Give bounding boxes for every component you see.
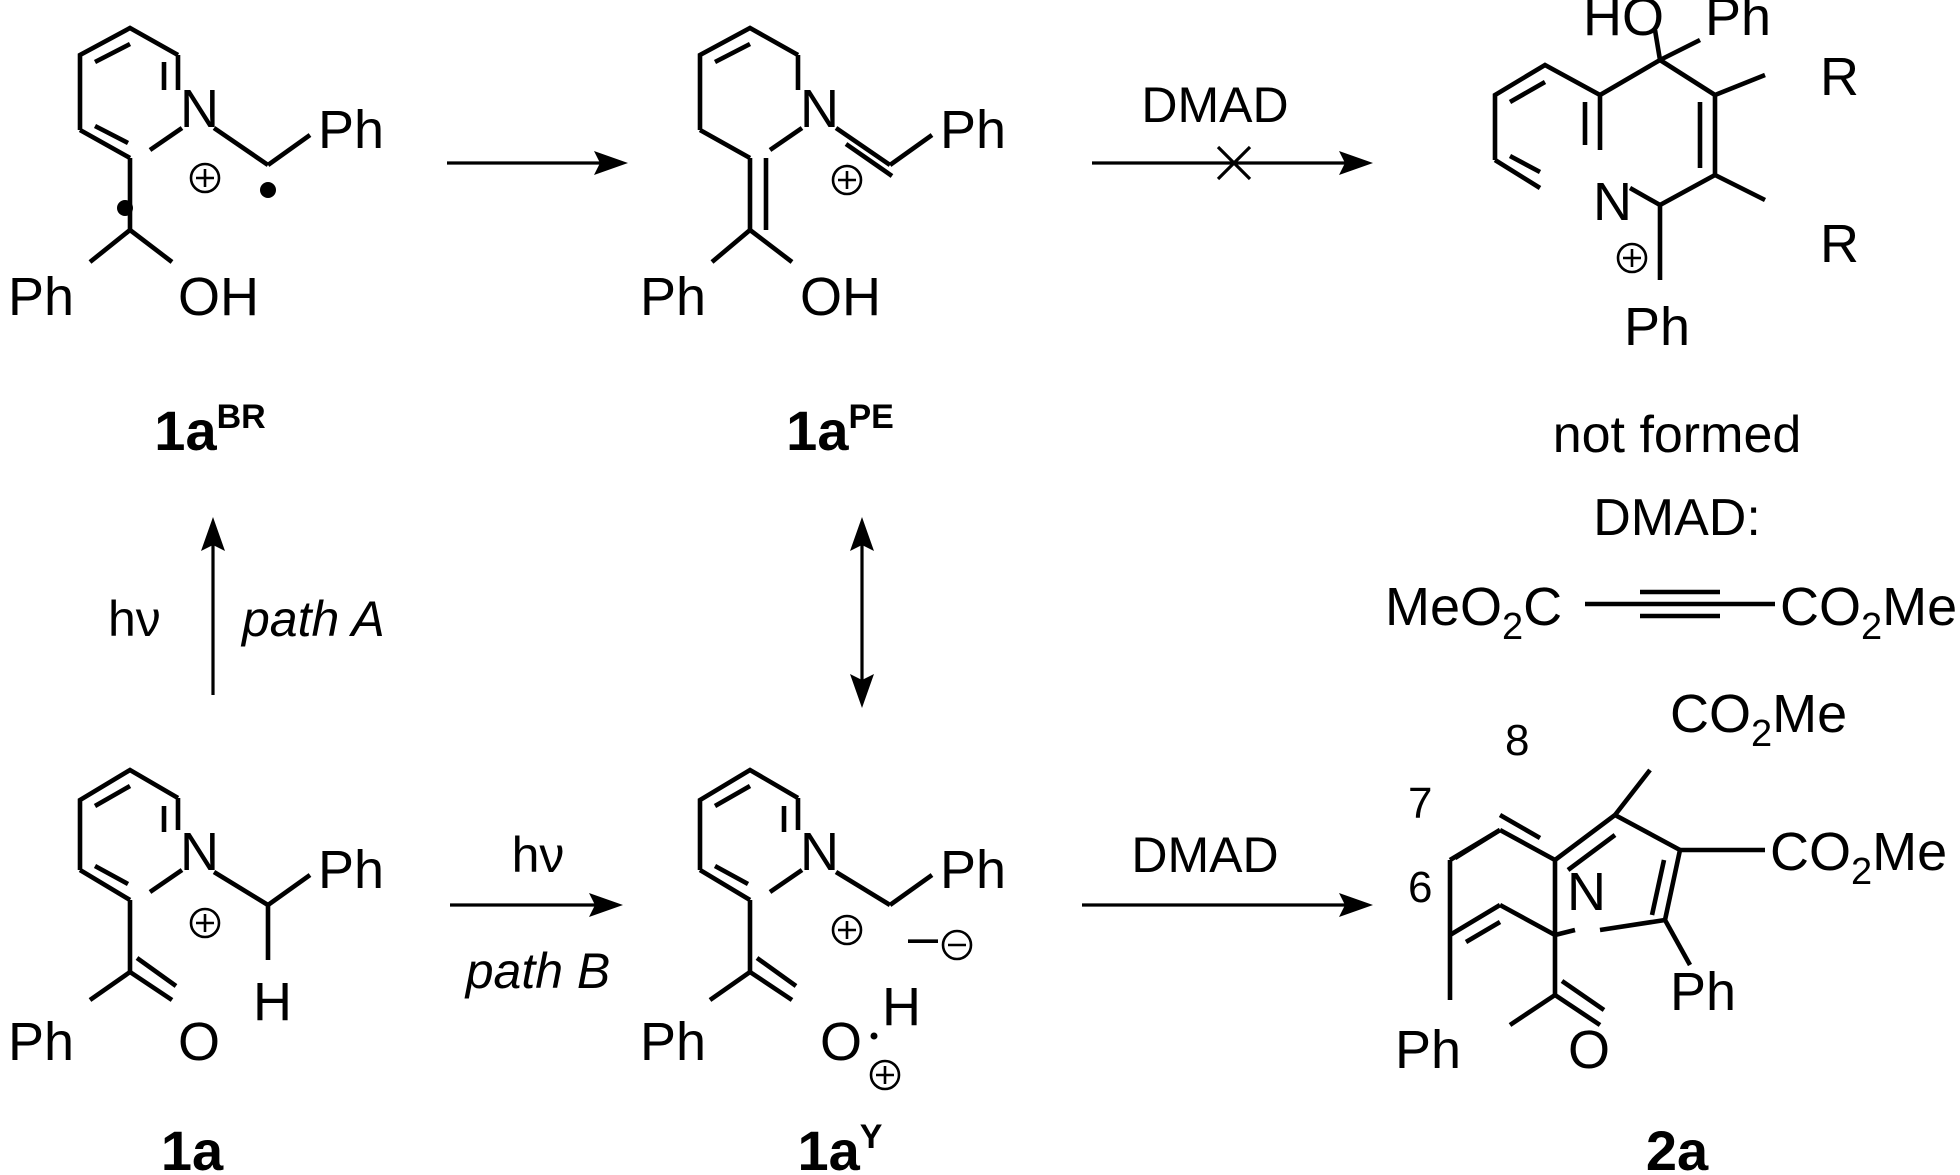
atom-CO2Me: CO2Me [1780, 577, 1957, 648]
structure-1a-Y: N Ph – Ph O H [640, 767, 1006, 1091]
atom-Ph: Ph [940, 100, 1006, 160]
atom-Ph: Ph [1705, 0, 1771, 47]
atom-N: N [1567, 862, 1606, 922]
atom-O: O [820, 1012, 862, 1072]
atom-N: N [180, 79, 219, 139]
atom-N: N [800, 79, 839, 139]
atom-CO2Me: CO2Me [1670, 684, 1847, 755]
atom-O: O [178, 1012, 220, 1072]
atom-Ph: Ph [8, 1012, 74, 1072]
compound-label-2a: 2a [1646, 1119, 1709, 1175]
condition-hv-path-b: hν [512, 827, 565, 883]
atom-Ph: Ph [640, 267, 706, 327]
condition-hv-path-a: hν [108, 591, 161, 647]
structure-1a-PE: N Ph Ph OH [640, 25, 1006, 327]
condition-path-b: path B [464, 943, 611, 999]
atom-Ph: Ph [318, 840, 384, 900]
radical-dot [117, 200, 133, 216]
atom-R: R [1820, 47, 1859, 107]
atom-N: N [800, 822, 839, 882]
atom-N: N [1593, 172, 1632, 232]
atom-CO2Me: CO2Me [1770, 822, 1947, 893]
structure-2a: N CO2Me CO2Me Ph Ph O 8 7 6 [1395, 684, 1947, 1080]
resonance-arrow [850, 517, 874, 708]
atom-R: R [1820, 214, 1859, 274]
compound-label-1a-Y: 1aY [798, 1118, 883, 1175]
atom-H: H [253, 972, 292, 1032]
atom-N: N [180, 822, 219, 882]
atom-H: H [882, 977, 921, 1037]
dmad-definition-label: DMAD: [1593, 489, 1761, 547]
structure-1a: N Ph H Ph O [8, 767, 384, 1072]
plus-charge-icon [1616, 242, 1648, 274]
atom-Ph: Ph [640, 1012, 706, 1072]
atom-Ph: Ph [1670, 962, 1736, 1022]
ring-position-6: 6 [1408, 863, 1432, 912]
radical-dot [260, 182, 276, 198]
compound-label-1a-PE: 1aPE [786, 398, 894, 462]
atom-Ph: Ph [318, 100, 384, 160]
plus-charge-icon [831, 164, 863, 196]
structure-DMAD: MeO2C CO2Me [1385, 577, 1957, 648]
plus-charge-icon [189, 162, 221, 194]
atom-Ph: Ph [1395, 1020, 1461, 1080]
reagent-dmad-top: DMAD [1141, 77, 1288, 133]
arrow-PE-to-not-formed [1092, 145, 1373, 181]
atom-O: O [1568, 1020, 1610, 1080]
plus-charge-icon [189, 907, 221, 939]
ring-position-7: 7 [1408, 779, 1432, 828]
ring-position-8: 8 [1505, 716, 1529, 765]
arrow-1a-to-BR [201, 517, 225, 695]
hydrogen-bond-dot [870, 1032, 878, 1040]
atom-OH: OH [178, 267, 259, 327]
lone-pair-minus: – [908, 907, 938, 967]
structure-not-formed-product: HO Ph R R N Ph [1492, 0, 1859, 357]
arrow-1a-to-Y [450, 893, 623, 917]
reagent-dmad-bottom: DMAD [1131, 827, 1278, 883]
arrow-Y-to-2a [1082, 893, 1373, 917]
not-formed-note: not formed [1553, 406, 1802, 464]
condition-path-a: path A [240, 591, 385, 647]
atom-MeO2C: MeO2C [1385, 577, 1562, 648]
structure-1a-BR: N Ph Ph OH [8, 25, 384, 327]
atom-Ph: Ph [1624, 297, 1690, 357]
atom-Ph: Ph [8, 267, 74, 327]
atom-HO: HO [1583, 0, 1664, 47]
compound-label-1a: 1a [161, 1119, 224, 1175]
plus-charge-icon [831, 914, 863, 946]
atom-Ph: Ph [940, 840, 1006, 900]
minus-charge-icon [941, 929, 973, 961]
arrow-BR-to-PE [447, 151, 628, 175]
compound-label-1a-BR: 1aBR [154, 398, 265, 462]
plus-charge-icon [869, 1059, 901, 1091]
atom-OH: OH [800, 267, 881, 327]
